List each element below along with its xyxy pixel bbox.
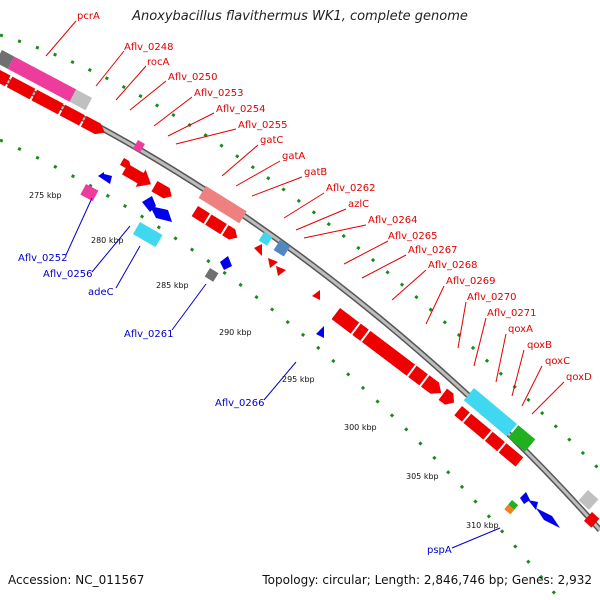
- forward-gene-labels: pcrA Aflv_0248 rocA Aflv_0250 Aflv_0253 …: [77, 11, 592, 383]
- gene-arrow[interactable]: [454, 406, 470, 422]
- gene-label[interactable]: Aflv_0271: [487, 308, 537, 319]
- gene-block-steelblue[interactable]: [273, 240, 291, 257]
- gene-label[interactable]: azlC: [348, 199, 369, 210]
- tick-label: 290 kbp: [219, 328, 252, 337]
- tick-label: 305 kbp: [406, 472, 439, 481]
- reverse-callouts: [65, 197, 501, 549]
- tick-label: 275 kbp: [29, 191, 62, 200]
- gene-arrow-rev[interactable]: [536, 508, 560, 528]
- gene-label[interactable]: gatC: [260, 135, 283, 146]
- gene-label[interactable]: qoxC: [545, 356, 570, 367]
- gene-arrow[interactable]: [0, 70, 11, 87]
- genome-backbone: [0, 75, 600, 532]
- gene-arrow[interactable]: [222, 225, 240, 243]
- gene-block-gray-end[interactable]: [578, 490, 599, 510]
- gene-block-cyan-adeC[interactable]: [133, 222, 163, 248]
- tick-label: 285 kbp: [156, 281, 189, 290]
- gene-label[interactable]: gatA: [282, 151, 305, 162]
- gene-block-green-qox[interactable]: [508, 425, 536, 452]
- gene-arrow[interactable]: [205, 214, 227, 235]
- gene-arrow-rev[interactable]: [220, 256, 232, 270]
- gene-arrow[interactable]: [31, 89, 64, 115]
- gene-label[interactable]: Aflv_0255: [238, 120, 288, 131]
- gene-block-cyan-qox[interactable]: [463, 388, 517, 437]
- gene-label[interactable]: qoxD: [566, 372, 592, 383]
- gene-label[interactable]: Aflv_0268: [428, 260, 478, 271]
- gene-label[interactable]: Aflv_0262: [326, 183, 376, 194]
- gene-arrow-rev[interactable]: [104, 174, 112, 184]
- feature-track: [0, 50, 600, 528]
- gene-arrow[interactable]: [120, 161, 156, 193]
- gene-arrow[interactable]: [331, 308, 360, 334]
- gene-block-pcrA[interactable]: [0, 50, 15, 69]
- gene-label[interactable]: Aflv_0252: [18, 253, 68, 264]
- gene-label[interactable]: Aflv_0267: [408, 245, 458, 256]
- dotted-track-inner: [0, 138, 562, 600]
- gene-label[interactable]: Aflv_0266: [215, 398, 265, 409]
- gene-label[interactable]: Aflv_0253: [194, 88, 244, 99]
- gene-arrow[interactable]: [80, 116, 108, 138]
- gene-arrow[interactable]: [484, 431, 505, 452]
- gene-arrow[interactable]: [6, 76, 36, 100]
- gene-block-pink-rev[interactable]: [80, 184, 99, 202]
- gene-arrow[interactable]: [254, 244, 262, 256]
- gene-block-salmon[interactable]: [198, 186, 247, 224]
- gene-block-cyan-small[interactable]: [258, 232, 273, 246]
- tick-label: 295 kbp: [282, 375, 315, 384]
- gene-arrow-rev[interactable]: [528, 500, 538, 510]
- tick-label: 300 kbp: [344, 423, 377, 432]
- gene-arrow[interactable]: [408, 365, 428, 386]
- gene-arrow[interactable]: [438, 388, 459, 409]
- gene-arrow-rev[interactable]: [520, 492, 530, 504]
- gene-arrow[interactable]: [352, 323, 369, 341]
- gene-arrow[interactable]: [312, 290, 320, 300]
- gene-arrow[interactable]: [276, 266, 286, 276]
- gene-label[interactable]: Aflv_0264: [368, 215, 418, 226]
- gene-block-pink-2[interactable]: [133, 140, 145, 153]
- gene-arrow[interactable]: [361, 330, 416, 376]
- gene-label[interactable]: Aflv_0270: [467, 292, 517, 303]
- gene-label[interactable]: adeC: [88, 287, 114, 298]
- gene-label[interactable]: Aflv_0250: [168, 72, 218, 83]
- gene-block-green-small[interactable]: [508, 500, 519, 510]
- gene-block-orange-small[interactable]: [504, 504, 515, 515]
- gene-arrow-rev[interactable]: [316, 326, 324, 338]
- gene-block-darkgray[interactable]: [204, 268, 219, 282]
- tick-label: 310 kbp: [466, 521, 499, 530]
- gene-label[interactable]: pcrA: [77, 11, 100, 22]
- gene-block-pink-1[interactable]: [7, 56, 77, 102]
- gene-label[interactable]: Aflv_0265: [388, 231, 438, 242]
- gene-arrow[interactable]: [498, 443, 524, 467]
- gene-arrow[interactable]: [463, 413, 492, 440]
- reverse-gene-labels: Aflv_0252 Aflv_0256 adeC Aflv_0261 Aflv_…: [18, 253, 452, 556]
- gene-block-gray-1[interactable]: [69, 89, 93, 111]
- forward-callouts: [45, 20, 565, 415]
- tick-label: 280 kbp: [91, 236, 124, 245]
- gene-label[interactable]: Aflv_0261: [124, 329, 174, 340]
- gene-arrow[interactable]: [583, 512, 600, 528]
- gene-arrow[interactable]: [151, 181, 174, 201]
- summary-text: Topology: circular; Length: 2,846,746 bp…: [262, 573, 592, 587]
- accession-text: Accession: NC_011567: [8, 573, 145, 587]
- gene-arrow-rev[interactable]: [98, 172, 104, 180]
- map-title: Anoxybacillus flavithermus WK1, complete…: [132, 9, 468, 24]
- gene-arrow[interactable]: [421, 375, 445, 398]
- scale-ticks: 275 kbp 280 kbp 285 kbp 290 kbp 295 kbp …: [29, 191, 499, 530]
- gene-label[interactable]: Aflv_0254: [216, 104, 266, 115]
- gene-label[interactable]: Aflv_0248: [124, 42, 174, 53]
- gene-label[interactable]: Aflv_0269: [446, 276, 496, 287]
- gene-label[interactable]: qoxB: [527, 340, 552, 351]
- gene-arrow[interactable]: [191, 206, 210, 224]
- gene-arrow-rev[interactable]: [150, 206, 172, 222]
- gene-label[interactable]: Aflv_0256: [43, 269, 93, 280]
- gene-label[interactable]: gatB: [304, 167, 327, 178]
- gene-label[interactable]: rocA: [147, 57, 170, 68]
- gene-arrow[interactable]: [59, 104, 85, 126]
- gene-arrow[interactable]: [268, 258, 278, 268]
- gene-label[interactable]: qoxA: [508, 324, 533, 335]
- gene-label[interactable]: pspA: [427, 545, 452, 556]
